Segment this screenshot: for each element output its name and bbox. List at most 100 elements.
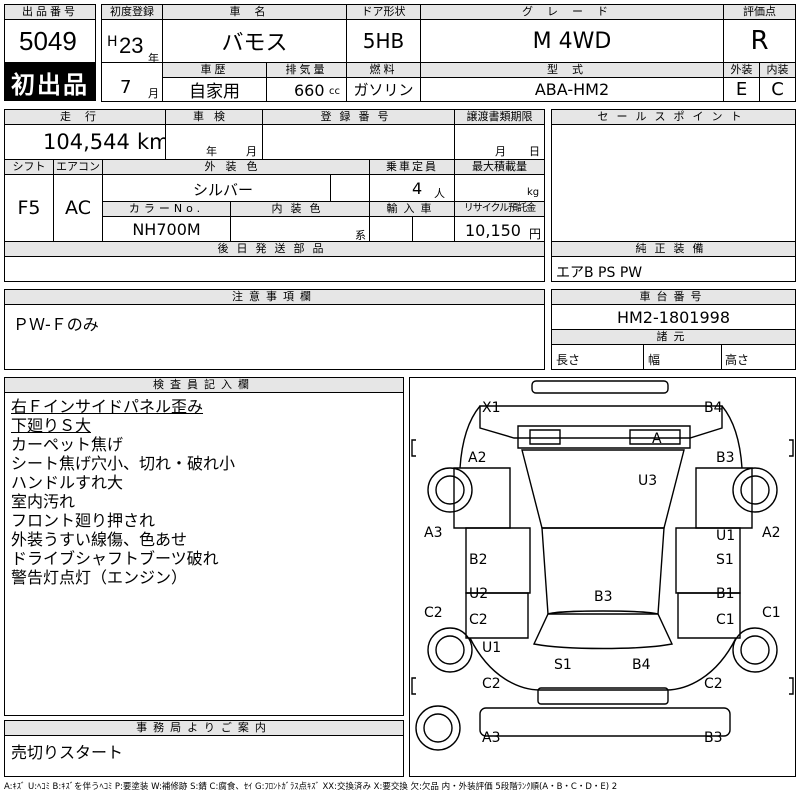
ext-color-box: シルバー (102, 174, 370, 202)
import-divider (412, 217, 413, 241)
rear-bumper-lower (479, 707, 731, 737)
inspector-box: 右Ｆインサイドパネル歪み 下廻りＳ大 カーペット焦げ シート焦げ穴小、切れ・破れ… (4, 392, 404, 716)
shift: F5 (4, 174, 54, 242)
left-rear-quarter (465, 592, 529, 639)
year-unit: 年 (148, 52, 159, 65)
dim-divider-2 (721, 345, 722, 369)
int-color-box: 系 (230, 216, 370, 242)
inspector-line: 警告灯点灯（エンジン） (11, 568, 188, 587)
length-label: 長さ (556, 353, 581, 367)
width-label: 幅 (648, 353, 661, 367)
ac: AC (53, 174, 103, 242)
history-label: 車歴 (162, 62, 267, 78)
hood-outline (479, 405, 723, 439)
interior-grade: C (759, 77, 796, 102)
color-no-label: カラーNo. (102, 201, 231, 217)
reg-no-box (262, 124, 455, 160)
dimensions-label: 諸元 (551, 329, 796, 345)
damage-mark: A3 (482, 730, 501, 746)
exterior-grade: E (723, 77, 760, 102)
displacement-unit: cc (329, 86, 340, 97)
rear-glass (532, 610, 674, 650)
damage-mark: B3 (704, 730, 723, 746)
reg-no-label: 登録番号 (262, 109, 455, 125)
dim-divider-1 (643, 345, 644, 369)
grade-label: グレード (420, 4, 724, 20)
shift-label: シフト (4, 159, 54, 175)
int-color-unit: 系 (355, 229, 366, 242)
dimensions-box: 長さ 幅 高さ (551, 344, 796, 370)
right-front-door (695, 467, 753, 529)
transfer-day-unit: 日 (529, 145, 540, 158)
spare-tire (415, 705, 461, 751)
bracket-rl (411, 677, 416, 695)
first-reg-month-box: 7 月 (101, 62, 163, 102)
damage-mark: C2 (704, 676, 723, 692)
wheel-front-left (427, 467, 473, 513)
fuel-label: 燃料 (346, 62, 421, 78)
capacity: 4 (412, 179, 423, 198)
mileage-box: 104,544 km (4, 124, 170, 160)
office-text: 売切りスタート (11, 743, 124, 762)
left-fender-line (459, 405, 481, 469)
displacement-box: 660 cc (266, 77, 347, 102)
damage-mark: C2 (482, 676, 501, 692)
damage-mark: B2 (469, 552, 488, 568)
damage-mark: U1 (716, 528, 736, 544)
ext-color: シルバー (193, 181, 254, 199)
rear-outline (469, 637, 737, 691)
height-label: 高さ (725, 353, 750, 367)
wheel-rear-left (427, 627, 473, 673)
displacement-label: 排気量 (266, 62, 347, 78)
transfer-box: 月 日 (454, 124, 545, 160)
inspection-box: 年 月 (165, 124, 263, 160)
era: H (107, 34, 118, 50)
damage-mark: U1 (482, 640, 502, 656)
capacity-label: 乗車定員 (369, 159, 455, 175)
recycle-unit: 円 (529, 227, 542, 241)
car-name: バモス (162, 19, 347, 63)
lot-no: 5049 (4, 19, 96, 63)
left-slide-door (465, 527, 531, 594)
import-label: 輸入車 (369, 201, 455, 217)
right-rear-quarter (677, 592, 741, 639)
sales-point-box (551, 124, 796, 242)
equipment-box: エアB PS PW (551, 256, 796, 282)
score-label: 評価点 (723, 4, 796, 20)
chassis-label: 車台番号 (551, 289, 796, 305)
inspector-line: 右Ｆインサイドパネル歪み (11, 397, 204, 416)
inspector-line: シート焦げ穴小、切れ・破れ小 (11, 454, 236, 473)
first-listing-badge: 初出品 (4, 63, 96, 101)
right-fender-line (721, 405, 743, 469)
inspector-label: 検査員記入欄 (4, 377, 404, 393)
damage-mark: A (652, 431, 662, 447)
damage-mark: B4 (704, 400, 723, 416)
damage-mark: B3 (716, 450, 735, 466)
ac-label: エアコン (53, 159, 103, 175)
inspector-line: ドライブシャフトブーツ破れ (11, 549, 219, 568)
wheel-rear-left-inner (435, 635, 465, 665)
wheel-front-right-inner (740, 475, 770, 505)
equipment-label: 純正装備 (551, 241, 796, 257)
damage-mark: B3 (594, 589, 613, 605)
first-reg-label: 初度登録 (101, 4, 163, 20)
damage-mark: A3 (424, 525, 443, 541)
damage-mark: C1 (716, 612, 735, 628)
max-load-box: kg (454, 174, 545, 202)
caution-text: ＰＷ-Ｆのみ (13, 315, 99, 334)
mileage: 104,544 (43, 130, 130, 154)
car-name-label: 車名 (162, 4, 347, 20)
door-label: ドア形状 (346, 4, 421, 20)
bracket-fr (789, 439, 794, 457)
equipment: エアB PS PW (556, 265, 643, 281)
inspector-line: 外装うすい線傷、色あせ (11, 530, 188, 549)
color-no: NH700M (102, 216, 231, 242)
grade: M 4WD (420, 19, 724, 63)
spare-tire-inner (423, 713, 453, 743)
transfer-label: 譲渡書類期限 (454, 109, 545, 125)
car-diagram: X1 B4 A A2 B3 U3 A3 U1 A2 B2 S1 U2 B3 B1… (409, 377, 796, 777)
damage-mark: C2 (424, 605, 443, 621)
recycle-label: リサイクル預託金 (454, 201, 545, 217)
bracket-fl (411, 439, 416, 457)
inspector-line: フロント廻り押され (11, 511, 156, 530)
